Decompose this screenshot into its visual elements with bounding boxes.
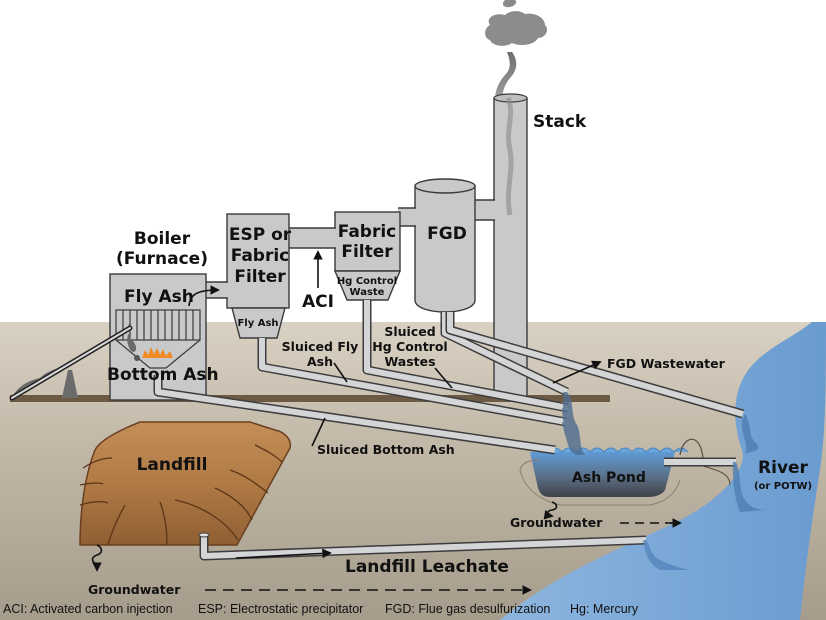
label-sluiced-bottom-ash: Sluiced Bottom Ash (317, 442, 455, 457)
legend-item-hg: Hg: Mercury (570, 602, 639, 616)
label-furnace: (Furnace) (116, 249, 208, 269)
conveyor-support (62, 370, 78, 398)
leachate-arrow (235, 548, 332, 559)
legend-item-esp: ESP: Electrostatic precipitator (198, 602, 363, 616)
label-fgd-wastewater: FGD Wastewater (607, 356, 726, 371)
label-hg-control-1: Hg Control (337, 276, 397, 287)
label-ash-pond: Ash Pond (572, 470, 646, 486)
legend-item-fgd: FGD: Flue gas desulfurization (385, 602, 550, 616)
label-stack: Stack (533, 112, 587, 132)
esp-hopper (231, 307, 286, 339)
smoke-cloud (485, 11, 548, 46)
label-groundwater-landfill: Groundwater (88, 582, 181, 597)
label-boiler-fly-ash: Fly Ash (124, 287, 194, 307)
legend: ACI: Activated carbon injection ESP: Ele… (3, 602, 639, 616)
label-esp-2: Fabric (231, 246, 290, 266)
pond-berm (679, 438, 704, 459)
label-sluiced-fly-ash-2: Ash (307, 354, 333, 369)
label-bottom-ash: Bottom Ash (107, 365, 219, 385)
legend-item-aci: ACI: Activated carbon injection (3, 602, 173, 616)
duct-fgd-stack (475, 200, 496, 220)
label-river: River (758, 458, 809, 478)
leader-sluiced-fly-ash (333, 362, 348, 383)
ground-surface-ledge (10, 395, 610, 402)
label-boiler: Boiler (134, 229, 191, 249)
label-aci: ACI (302, 292, 334, 312)
leader-sluiced-hg (434, 367, 453, 389)
label-groundwater-pond: Groundwater (510, 515, 603, 530)
landfill (79, 421, 292, 546)
label-esp-fly-ash: Fly Ash (237, 318, 278, 329)
coal-conveyor (9, 325, 133, 401)
groundwater-pond-squiggle (543, 501, 558, 520)
label-river-sub: (or POTW) (754, 481, 812, 492)
label-hg-control-2: Waste (350, 287, 385, 298)
annotations (91, 250, 682, 595)
label-fabric-filter-1: Fabric (338, 222, 397, 242)
label-esp-1: ESP or (229, 225, 292, 245)
label-fabric-filter-2: Filter (341, 242, 393, 262)
label-fgd: FGD (427, 224, 467, 244)
ash-pond-body (530, 452, 675, 497)
label-sluiced-hg-3: Wastes (384, 354, 435, 369)
fgd-top (414, 178, 476, 194)
label-landfill: Landfill (137, 455, 208, 475)
fly-ash-arrow (188, 285, 220, 307)
label-landfill-leachate: Landfill Leachate (345, 557, 509, 577)
discharge-streams (562, 392, 765, 570)
fabric-filter-unit (333, 211, 402, 301)
river (500, 322, 826, 620)
groundwater-landfill-squiggle (91, 544, 103, 572)
leader-fgd-wastewater (552, 360, 602, 384)
label-esp-3: Filter (234, 267, 286, 287)
hg-hopper (333, 270, 402, 301)
label-sluiced-hg-1: Sluiced (384, 324, 435, 339)
landfill-mound (79, 421, 292, 546)
label-sluiced-fly-ash-1: Sluiced Fly (282, 339, 359, 354)
pipes (153, 300, 745, 561)
flame-icon (142, 347, 173, 358)
smoke-puff-small (502, 0, 517, 8)
fgd-unit (414, 178, 476, 313)
label-sluiced-hg-2: Hg Control (372, 339, 447, 354)
leader-sluiced-bottom-ash (311, 417, 326, 447)
esp-unit (226, 213, 290, 339)
boiler-tubes (115, 309, 201, 369)
labels: Boiler (Furnace) Fly Ash Bottom Ash ESP … (88, 112, 812, 597)
